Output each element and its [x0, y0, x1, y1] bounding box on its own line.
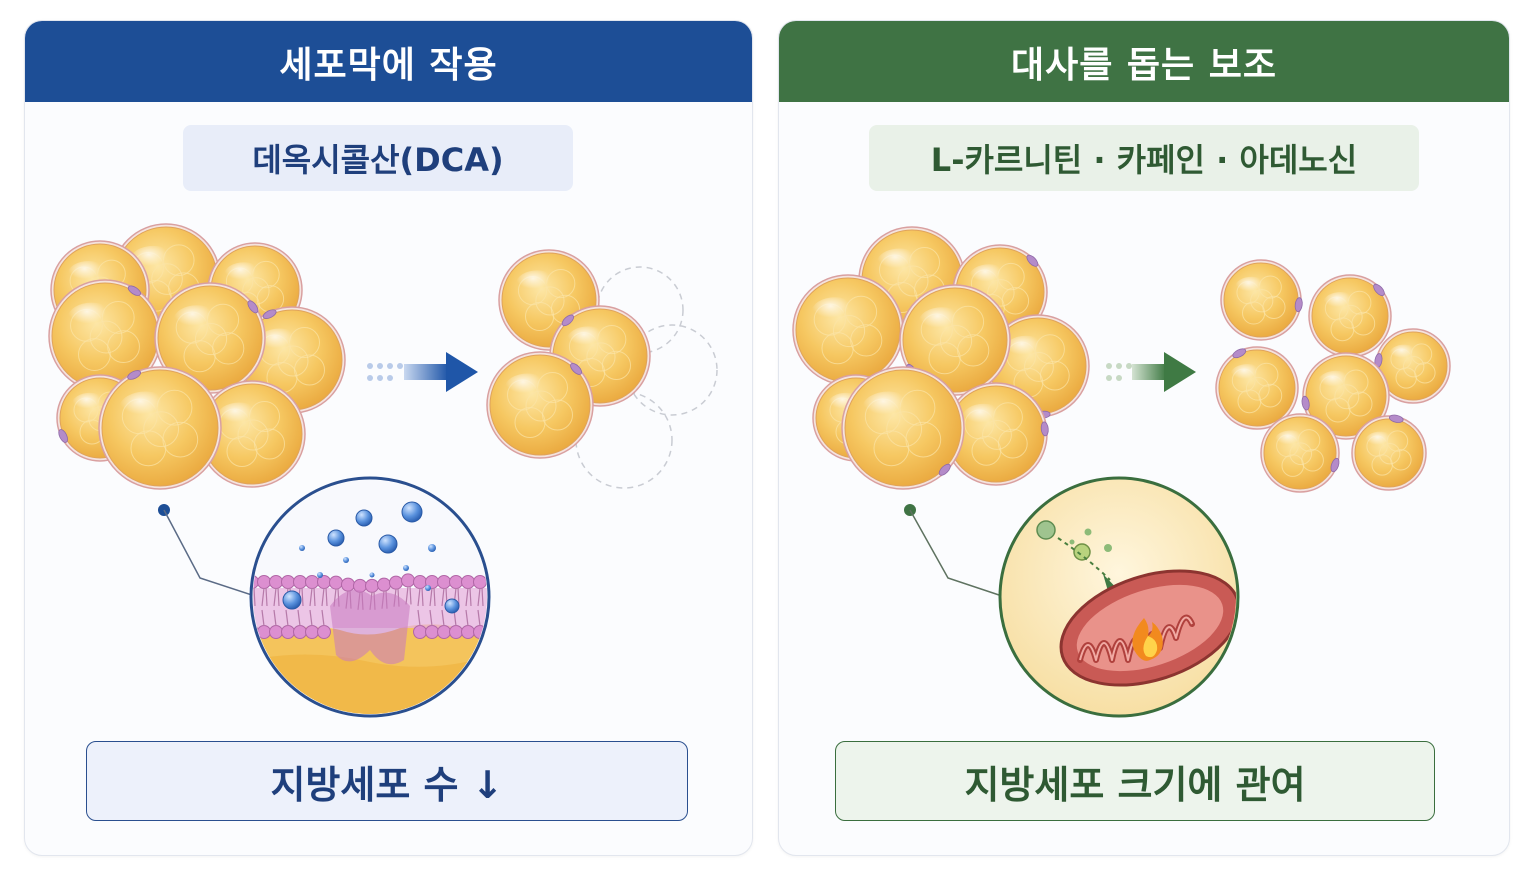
fat-cell: [1308, 274, 1392, 358]
right-result-box: 지방세포 크기에 관여: [835, 741, 1435, 821]
right-panel-title: 대사를 돕는 보조: [1011, 44, 1277, 86]
left-result-box: 지방세포 수 ↓: [86, 741, 688, 821]
right-arrow-icon: [1106, 352, 1196, 392]
fat-cell: [98, 366, 222, 490]
fat-cell-cluster-large-right: [792, 226, 1090, 490]
ingredient-label: L-카르니틴 · 카페인 · 아데노신: [930, 141, 1358, 179]
fat-cell: [1351, 414, 1427, 491]
left-panel-title: 세포막에 작용: [279, 44, 498, 86]
fat-cell: [486, 351, 594, 459]
fat-cell: [197, 380, 306, 488]
fat-cell: [1215, 346, 1299, 430]
callout-line-left: [158, 504, 256, 597]
right-panel-header: 대사를 돕는 보조: [779, 21, 1509, 102]
fat-cell-cluster-shrunk-right: [1215, 259, 1451, 493]
left-panel: 세포막에 작용 데옥시콜산(DCA) 지방세포 수 ↓: [24, 20, 753, 856]
ingredient-label: 데옥시콜산(DCA): [252, 141, 504, 179]
ingredient-pill-combo: L-카르니틴 · 카페인 · 아데노신: [869, 125, 1419, 191]
ingredient-pill-dca: 데옥시콜산(DCA): [183, 125, 573, 191]
fat-cell: [1374, 328, 1451, 404]
mitochondria-icon: [998, 476, 1240, 718]
fat-cell: [48, 279, 162, 393]
right-arrow-icon: [367, 352, 478, 392]
membrane-disruption-icon: [249, 476, 491, 718]
left-result-text: 지방세포 수 ↓: [270, 762, 504, 807]
fat-cell-cluster-reduced-left: [486, 249, 718, 489]
flame-icon: [1132, 618, 1163, 661]
fat-cell-cluster-large-left: [48, 223, 346, 490]
fat-cell: [1260, 413, 1340, 493]
fat-cell: [154, 282, 266, 394]
fat-cell: [792, 274, 904, 387]
left-panel-header: 세포막에 작용: [25, 21, 752, 102]
fat-cell: [841, 366, 965, 490]
callout-line-right: [904, 504, 1003, 597]
fat-cell: [1301, 352, 1390, 440]
fat-cell: [1220, 259, 1303, 341]
right-result-text: 지방세포 크기에 관여: [964, 762, 1306, 807]
fat-cell: [899, 284, 1011, 396]
